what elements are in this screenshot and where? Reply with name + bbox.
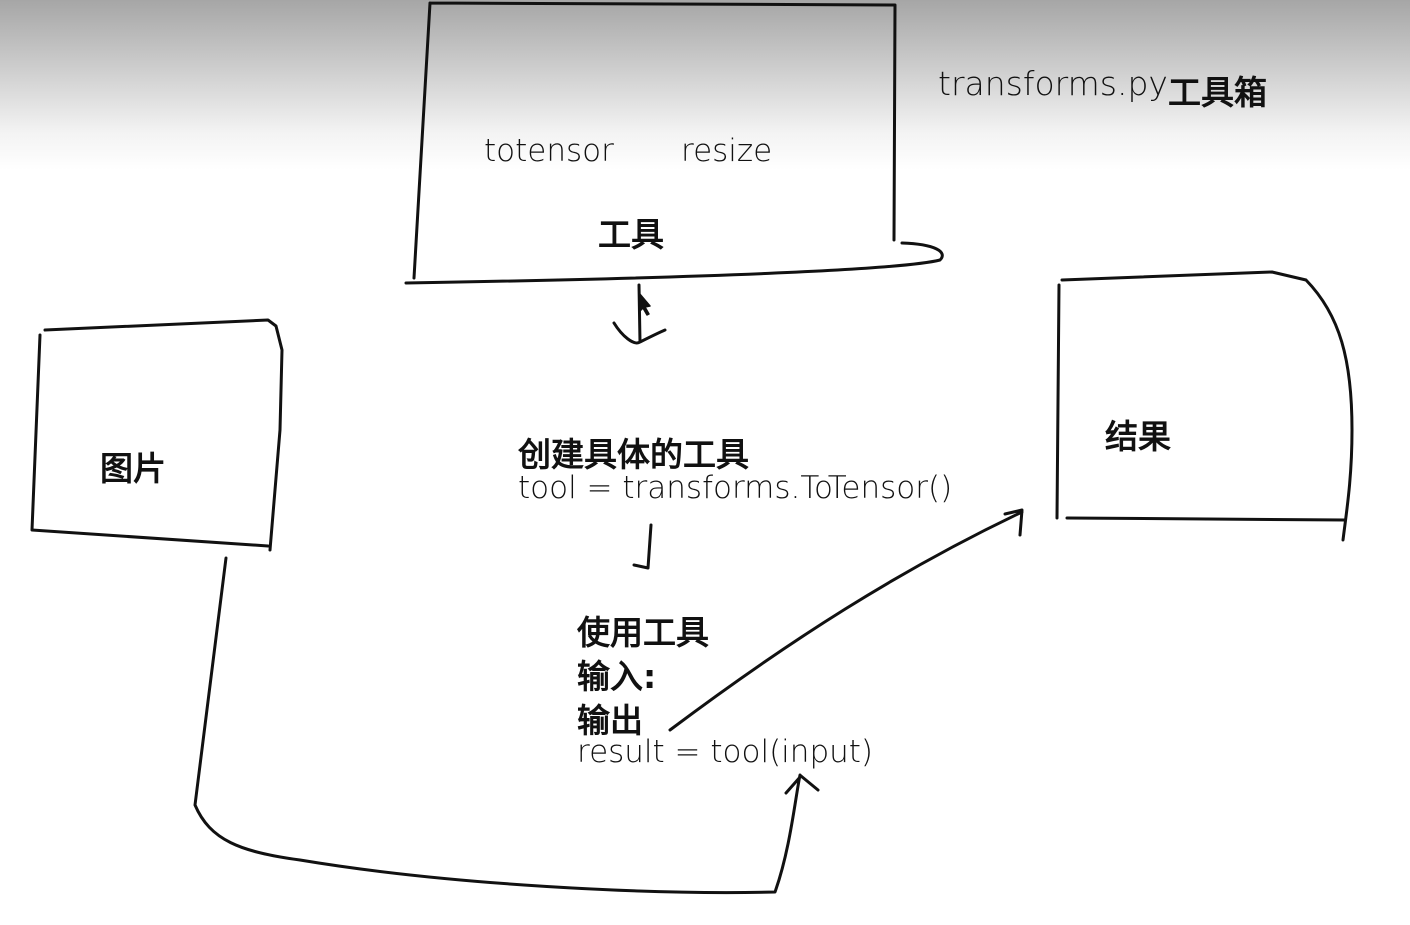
- top-gradient-shade: [0, 0, 1410, 170]
- use-step-input-label: 输入:: [577, 657, 657, 696]
- toolbox-item-resize: resize: [681, 133, 773, 169]
- result-box: [1055, 270, 1354, 542]
- input-image-label: 图片: [100, 449, 166, 488]
- toolbox-box: [404, 1, 944, 285]
- cursor-icon: [638, 292, 651, 316]
- arrow-create-to-use: [632, 523, 653, 570]
- toolbox-title: 工具箱: [1168, 73, 1267, 112]
- toolbox-item-totensor: totensor: [484, 133, 614, 169]
- use-step-heading: 使用工具: [577, 613, 709, 652]
- use-step-output-label: 输出: [577, 701, 643, 740]
- toolbox-caption: 工具: [598, 215, 664, 254]
- module-filename: transforms.py: [938, 64, 1168, 103]
- arrow-image-to-input: [193, 556, 820, 894]
- create-step-code: tool = transforms.ToTensor(): [518, 470, 953, 506]
- result-label: 结果: [1105, 417, 1171, 456]
- arrow-output-to-result: [668, 508, 1024, 732]
- use-step-code: result = tool(input): [577, 734, 874, 770]
- input-image-box: [30, 318, 284, 552]
- create-step-heading: 创建具体的工具: [518, 435, 749, 474]
